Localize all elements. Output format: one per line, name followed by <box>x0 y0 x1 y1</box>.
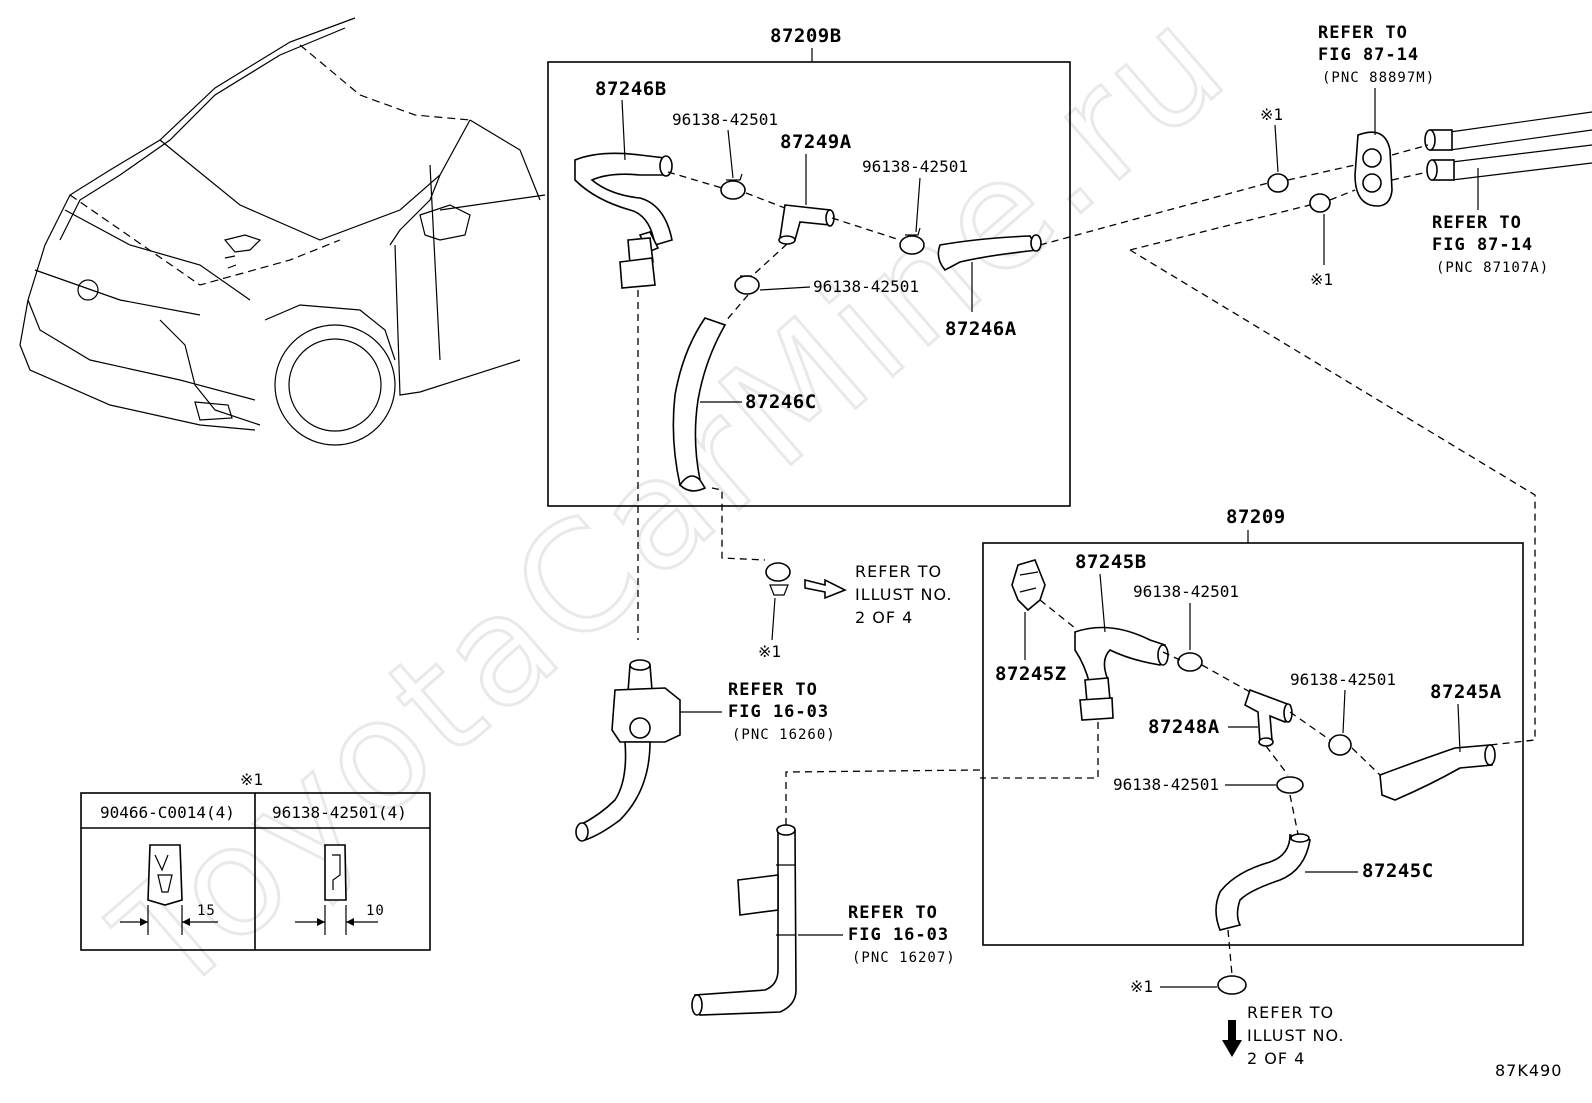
ref-text-1: REFER TO <box>728 680 818 700</box>
ref-text-3: (PNC 88897M) <box>1322 70 1435 86</box>
ref-text-3: (PNC 16207) <box>852 950 956 966</box>
ref-text-2: FIG 87-14 <box>1432 235 1533 255</box>
joint-87249A <box>778 204 835 245</box>
clip-mark-1d <box>1217 975 1247 995</box>
ref-text-1: REFER TO <box>848 903 938 923</box>
ref-text-1: REFER TO <box>855 562 942 581</box>
hose-87246B <box>574 152 673 289</box>
label-clip-4: 96138-42501 <box>1133 582 1239 601</box>
legend-col1-header: 90466-C0014(4) <box>100 803 235 822</box>
label-87248A: 87248A <box>1148 716 1220 738</box>
label-87246C: 87246C <box>745 391 817 413</box>
vehicle-illustration <box>19 17 546 446</box>
label-clip-3: 96138-42501 <box>813 277 919 296</box>
watermark-text: ToyotaCarMine.ru <box>84 0 1260 1028</box>
heater-pipe <box>691 824 797 1016</box>
label-87209B: 87209B <box>770 25 842 47</box>
ref-text-3: (PNC 16260) <box>732 727 836 743</box>
clip-96138-2 <box>899 227 925 255</box>
label-clip-6: 96138-42501 <box>1113 775 1219 794</box>
ref-illust-lower: REFER TO ILLUST NO. 2 OF 4 <box>1247 1003 1344 1068</box>
note-mark: ※1 <box>758 642 781 661</box>
label-87209: 87209 <box>1226 506 1286 528</box>
clip-96138-5 <box>1328 734 1352 756</box>
label-clip-1: 96138-42501 <box>672 110 778 129</box>
label-87246B: 87246B <box>595 78 667 100</box>
ref-fig-87-14-b: REFER TO FIG 87-14 (PNC 87107A) <box>1432 213 1549 276</box>
hose-87246A <box>937 234 1042 272</box>
ref-text-2: FIG 16-03 <box>728 702 829 722</box>
label-87245C: 87245C <box>1362 860 1434 882</box>
grommet <box>1354 131 1393 207</box>
note-mark: ※1 <box>1310 270 1333 289</box>
legend-col2-header: 96138-42501(4) <box>272 803 407 822</box>
dim-10: 10 <box>366 903 385 919</box>
ref-text-2: ILLUST NO. <box>1247 1026 1344 1045</box>
note-mark: ※1 <box>1260 105 1283 124</box>
diagram-code: 87K490 <box>1495 1061 1562 1080</box>
ref-text-1: REFER TO <box>1432 213 1522 233</box>
arrow-down <box>1222 1020 1242 1057</box>
hose-87245A <box>1379 744 1496 801</box>
ref-text-3: 2 OF 4 <box>1247 1049 1305 1068</box>
pipes <box>1424 111 1592 181</box>
hose-87246C <box>672 317 727 492</box>
clip-96138-3 <box>734 275 760 295</box>
label-87245A: 87245A <box>1430 681 1502 703</box>
hose-87245C <box>1215 833 1311 931</box>
hose-87245B <box>1074 626 1169 721</box>
label-87249A: 87249A <box>780 131 852 153</box>
clip-90466-icon <box>147 844 183 906</box>
label-87245Z: 87245Z <box>995 663 1067 685</box>
ref-fig-16-03-a: REFER TO FIG 16-03 (PNC 16260) <box>728 680 836 743</box>
label-clip-2: 96138-42501 <box>862 157 968 176</box>
clip-96138-6 <box>1276 776 1304 794</box>
note-mark: ※1 <box>1130 977 1153 996</box>
ref-text-3: (PNC 87107A) <box>1436 260 1549 276</box>
assembly-box-87209B <box>547 61 1071 507</box>
ref-text-3: 2 OF 4 <box>855 608 913 627</box>
clip-mark-1b: ※1 <box>1309 193 1333 289</box>
arrow-right <box>804 578 847 600</box>
dim-15: 15 <box>197 903 216 919</box>
clip-96138-1 <box>720 173 746 200</box>
ref-text-1: REFER TO <box>1247 1003 1334 1022</box>
label-87245B: 87245B <box>1075 551 1147 573</box>
label-clip-5: 96138-42501 <box>1290 670 1396 689</box>
ref-text-2: ILLUST NO. <box>855 585 952 604</box>
water-valve <box>575 659 681 842</box>
label-87246A: 87246A <box>945 318 1017 340</box>
clip-mark-1a: ※1 <box>1260 105 1289 193</box>
assembly-box-87209 <box>982 542 1524 946</box>
joint-87248A <box>1244 688 1293 747</box>
legend-table: ※1 90466-C0014(4) 96138-42501(4) 15 10 <box>80 770 431 951</box>
ref-fig-16-03-b: REFER TO FIG 16-03 (PNC 16207) <box>848 903 956 966</box>
ref-text-2: FIG 87-14 <box>1318 45 1419 65</box>
watermark: ToyotaCarMine.ru <box>82 0 1261 1029</box>
legend-mark: ※1 <box>240 770 263 789</box>
clip-mark-1c <box>765 562 791 596</box>
ref-text-2: FIG 16-03 <box>848 925 949 945</box>
ref-illust-upper: REFER TO ILLUST NO. 2 OF 4 <box>855 562 952 627</box>
clip-96138-4 <box>1177 652 1203 672</box>
ref-text-1: REFER TO <box>1318 23 1408 43</box>
clip-96138-icon <box>324 844 347 901</box>
bracket-87245Z <box>1011 559 1046 612</box>
ref-fig-87-14-a: REFER TO FIG 87-14 (PNC 88897M) <box>1318 23 1435 86</box>
